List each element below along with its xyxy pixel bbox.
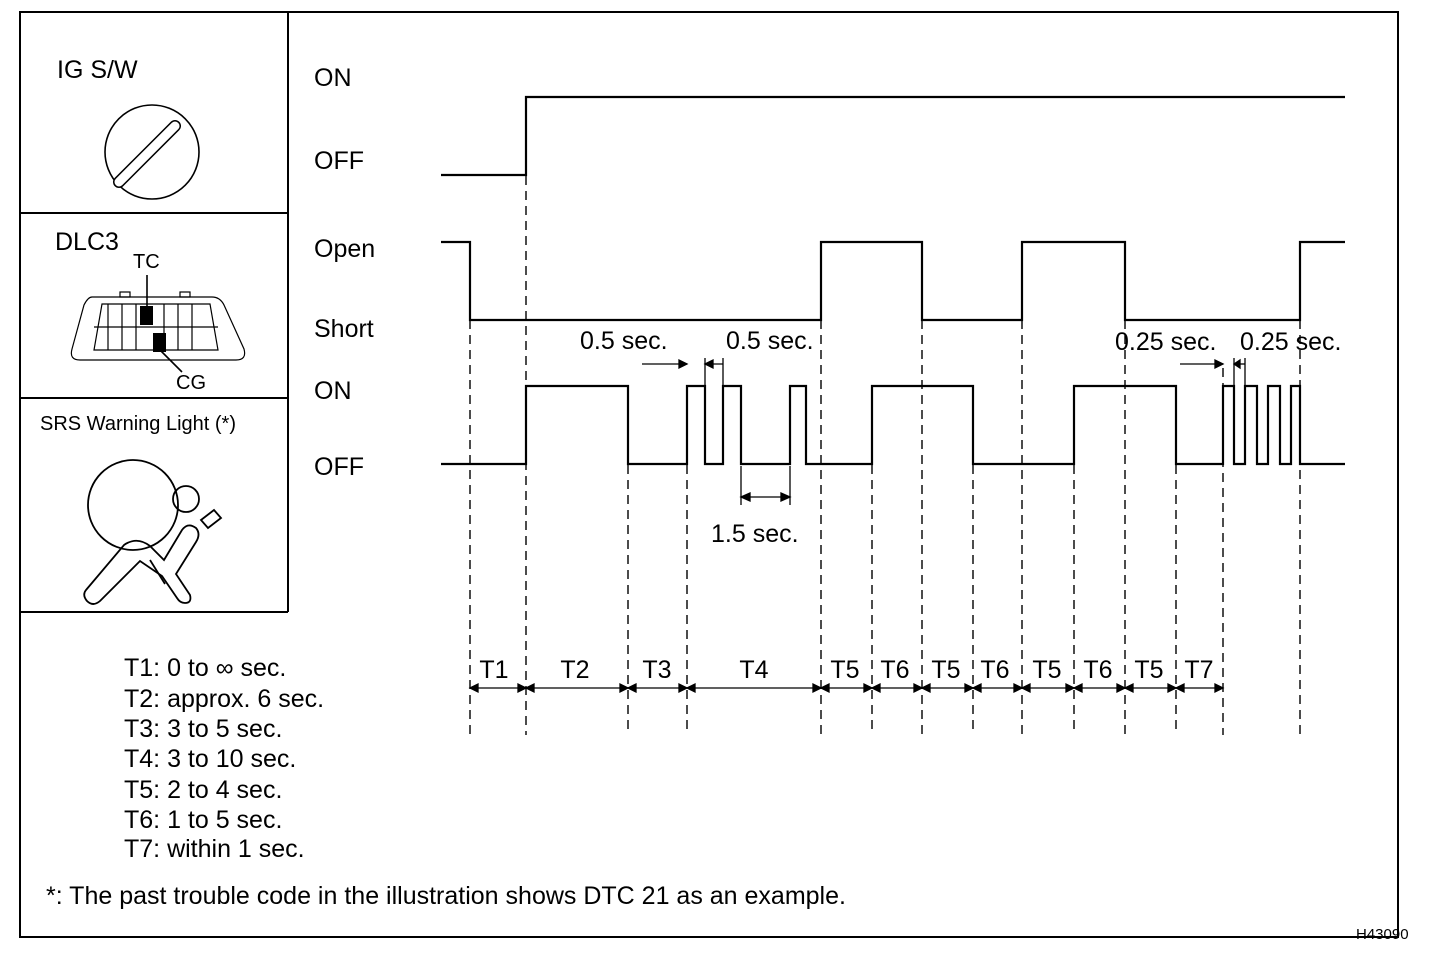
interval-label: T4 (739, 656, 768, 684)
interval-t4 (685, 682, 823, 694)
tc-terminal-label: TC (133, 251, 160, 273)
ig-switch-label: IG S/W (57, 56, 138, 84)
legend-item: T1: 0 to ∞ sec. (124, 654, 286, 682)
dlc-tc-cg-waveform (441, 240, 1345, 322)
interval-legend: T1: 0 to ∞ sec. T2: approx. 6 sec. T3: 3… (124, 654, 324, 863)
interval-label: T6 (1083, 656, 1112, 684)
interval-t5-3 (1020, 682, 1076, 694)
interval-row (468, 682, 1225, 694)
interval-t5-1 (819, 682, 874, 694)
interval-label: T5 (931, 656, 960, 684)
srs-light-waveform (441, 384, 1345, 466)
legend-item: T7: within 1 sec. (124, 835, 305, 863)
ig-switch-waveform (441, 95, 1345, 177)
dlc-open-label: Open (314, 235, 375, 263)
interval-t2 (524, 682, 630, 694)
legend-item: T6: 1 to 5 sec. (124, 806, 282, 834)
ig-on-label: ON (314, 64, 352, 92)
interval-label: T5 (830, 656, 859, 684)
interval-labels: T1 T2 T3 T4 T5 T6 T5 T6 T5 T6 T5 T7 (479, 656, 1213, 684)
interval-label: T5 (1032, 656, 1061, 684)
blink-on-time-right: 0.25 sec. (1115, 328, 1216, 356)
airbag-warning-icon (83, 459, 223, 605)
interval-label: T5 (1134, 656, 1163, 684)
interval-label: T2 (560, 656, 589, 684)
blink-off-time-right: 0.25 sec. (1240, 328, 1341, 356)
interval-t3 (626, 682, 689, 694)
outer-frame (19, 11, 1399, 938)
interval-t5-2 (920, 682, 975, 694)
light-on-label: ON (314, 377, 352, 405)
left-panel (20, 12, 289, 613)
figure-id: H43090 (1356, 926, 1409, 943)
timing-boundary-lines (469, 176, 1301, 735)
dlc3-label: DLC3 (55, 228, 119, 256)
tc-terminal (140, 306, 153, 325)
interval-t6-2 (971, 682, 1024, 694)
interval-label: T6 (880, 656, 909, 684)
blink-off-time-left: 0.5 sec. (726, 327, 814, 355)
ig-off-label: OFF (314, 147, 364, 175)
legend-item: T3: 3 to 5 sec. (124, 715, 282, 743)
interval-label: T7 (1184, 656, 1213, 684)
legend-item: T4: 3 to 10 sec. (124, 745, 296, 773)
interval-label: T3 (642, 656, 671, 684)
legend-item: T5: 2 to 4 sec. (124, 776, 282, 804)
waveforms (441, 95, 1345, 466)
ignition-key-icon (104, 104, 200, 200)
interval-t7 (1174, 682, 1225, 694)
legend-item: T2: approx. 6 sec. (124, 685, 324, 713)
dlc3-connector-icon (70, 275, 246, 373)
footnote: *: The past trouble code in the illustra… (46, 882, 846, 910)
light-off-label: OFF (314, 453, 364, 481)
interval-t1 (468, 682, 528, 694)
interval-label: T1 (479, 656, 508, 684)
interval-t5-4 (1123, 682, 1178, 694)
pause-time: 1.5 sec. (711, 520, 799, 548)
measurement-markers (642, 358, 1246, 505)
cg-terminal-label: CG (176, 372, 206, 394)
interval-t6-3 (1072, 682, 1127, 694)
cg-terminal (153, 333, 166, 352)
dlc-short-label: Short (314, 315, 374, 343)
srs-warning-light-label: SRS Warning Light (*) (40, 413, 236, 435)
interval-t6-1 (870, 682, 924, 694)
interval-label: T6 (980, 656, 1009, 684)
blink-on-time-left: 0.5 sec. (580, 327, 668, 355)
